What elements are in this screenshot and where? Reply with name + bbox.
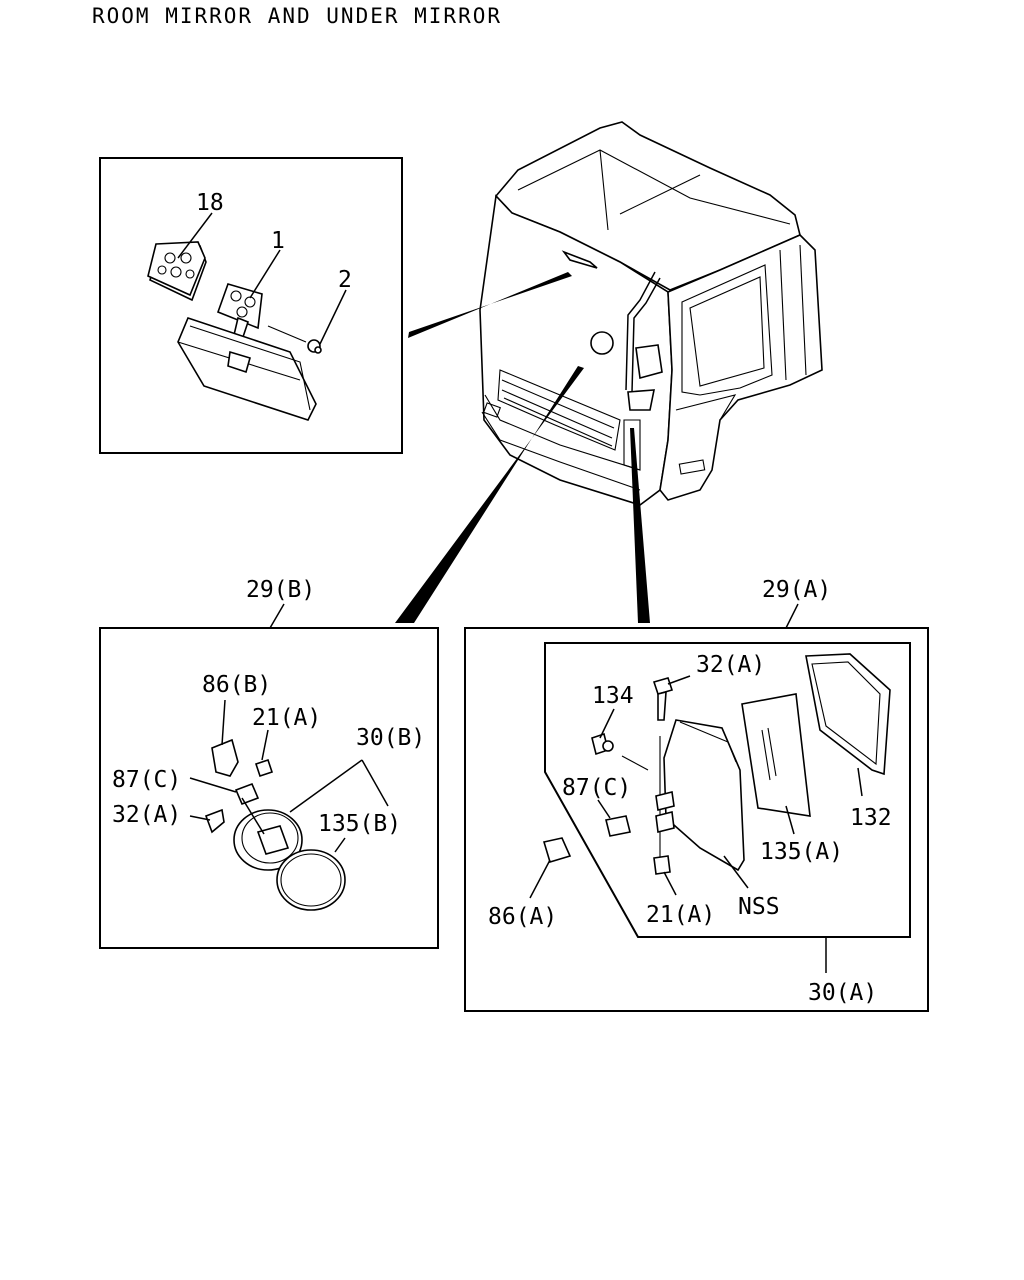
label-bracket: 86(A): [488, 904, 557, 930]
room-mirror-panel: 18 1 2: [99, 157, 403, 454]
label-clamp-b: 87(C): [112, 767, 181, 793]
label-screw: 2: [338, 267, 352, 293]
side-glass-part: [741, 693, 811, 817]
leader-under-mirror: [395, 366, 584, 623]
side-bracket-part: [542, 837, 572, 863]
page-title: ROOM MIRROR AND UNDER MIRROR: [92, 4, 503, 28]
under-mirror-body-part: [233, 809, 303, 871]
clip-part: [591, 732, 614, 756]
label-cover: 18: [196, 190, 224, 216]
label-mirror: 1: [271, 228, 285, 254]
truck-cab-drawing: [479, 121, 823, 506]
label-side-bolt: 32(A): [696, 652, 765, 678]
clamp-part: [234, 782, 260, 806]
label-side: NSS: [738, 894, 780, 920]
label-clip: 134: [592, 683, 634, 709]
side-clamp-part: [605, 815, 631, 837]
label-frame: 132: [850, 805, 892, 831]
side-mirror-panel: 29(A) 30(A): [464, 577, 929, 1012]
bolt-part: [204, 808, 225, 834]
leader-side-mirror: [630, 428, 650, 623]
label-mirror-body-b: 30(B): [356, 725, 425, 751]
side-nut-part: [653, 855, 671, 875]
side-mirror-body-part: [655, 719, 745, 872]
nut-part: [254, 758, 274, 778]
label-sub-assembly: 30(A): [808, 980, 877, 1006]
label-glass-b: 135(B): [318, 811, 401, 837]
label-side-nut: 21(A): [646, 902, 715, 928]
side-frame-part: [805, 653, 891, 776]
side-bolt-part: [652, 677, 674, 721]
under-mirror-glass-part: [276, 849, 346, 911]
label-side-clamp: 87(C): [562, 775, 631, 801]
side-mirror-frame: [464, 627, 929, 1012]
label-bolt-b: 32(A): [112, 802, 181, 828]
label-stay-b: 86(B): [202, 672, 271, 698]
label-assembly-a: 29(A): [762, 577, 831, 603]
leader-room-mirror: [408, 272, 572, 338]
room-mirror-part: [177, 317, 317, 421]
cover-part: [147, 241, 207, 302]
label-side-glass: 135(A): [760, 839, 843, 865]
label-nut-b: 21(A): [252, 705, 321, 731]
under-mirror-frame: [99, 627, 439, 949]
sub-assembly-frame: [544, 642, 911, 938]
room-mirror-frame: [99, 157, 403, 454]
stay-part: [211, 738, 239, 777]
label-assembly-b: 29(B): [246, 577, 315, 603]
screw-part: [267, 325, 322, 354]
under-mirror-panel: 29(B) 86(B) 21(A) 30(B): [99, 577, 439, 949]
